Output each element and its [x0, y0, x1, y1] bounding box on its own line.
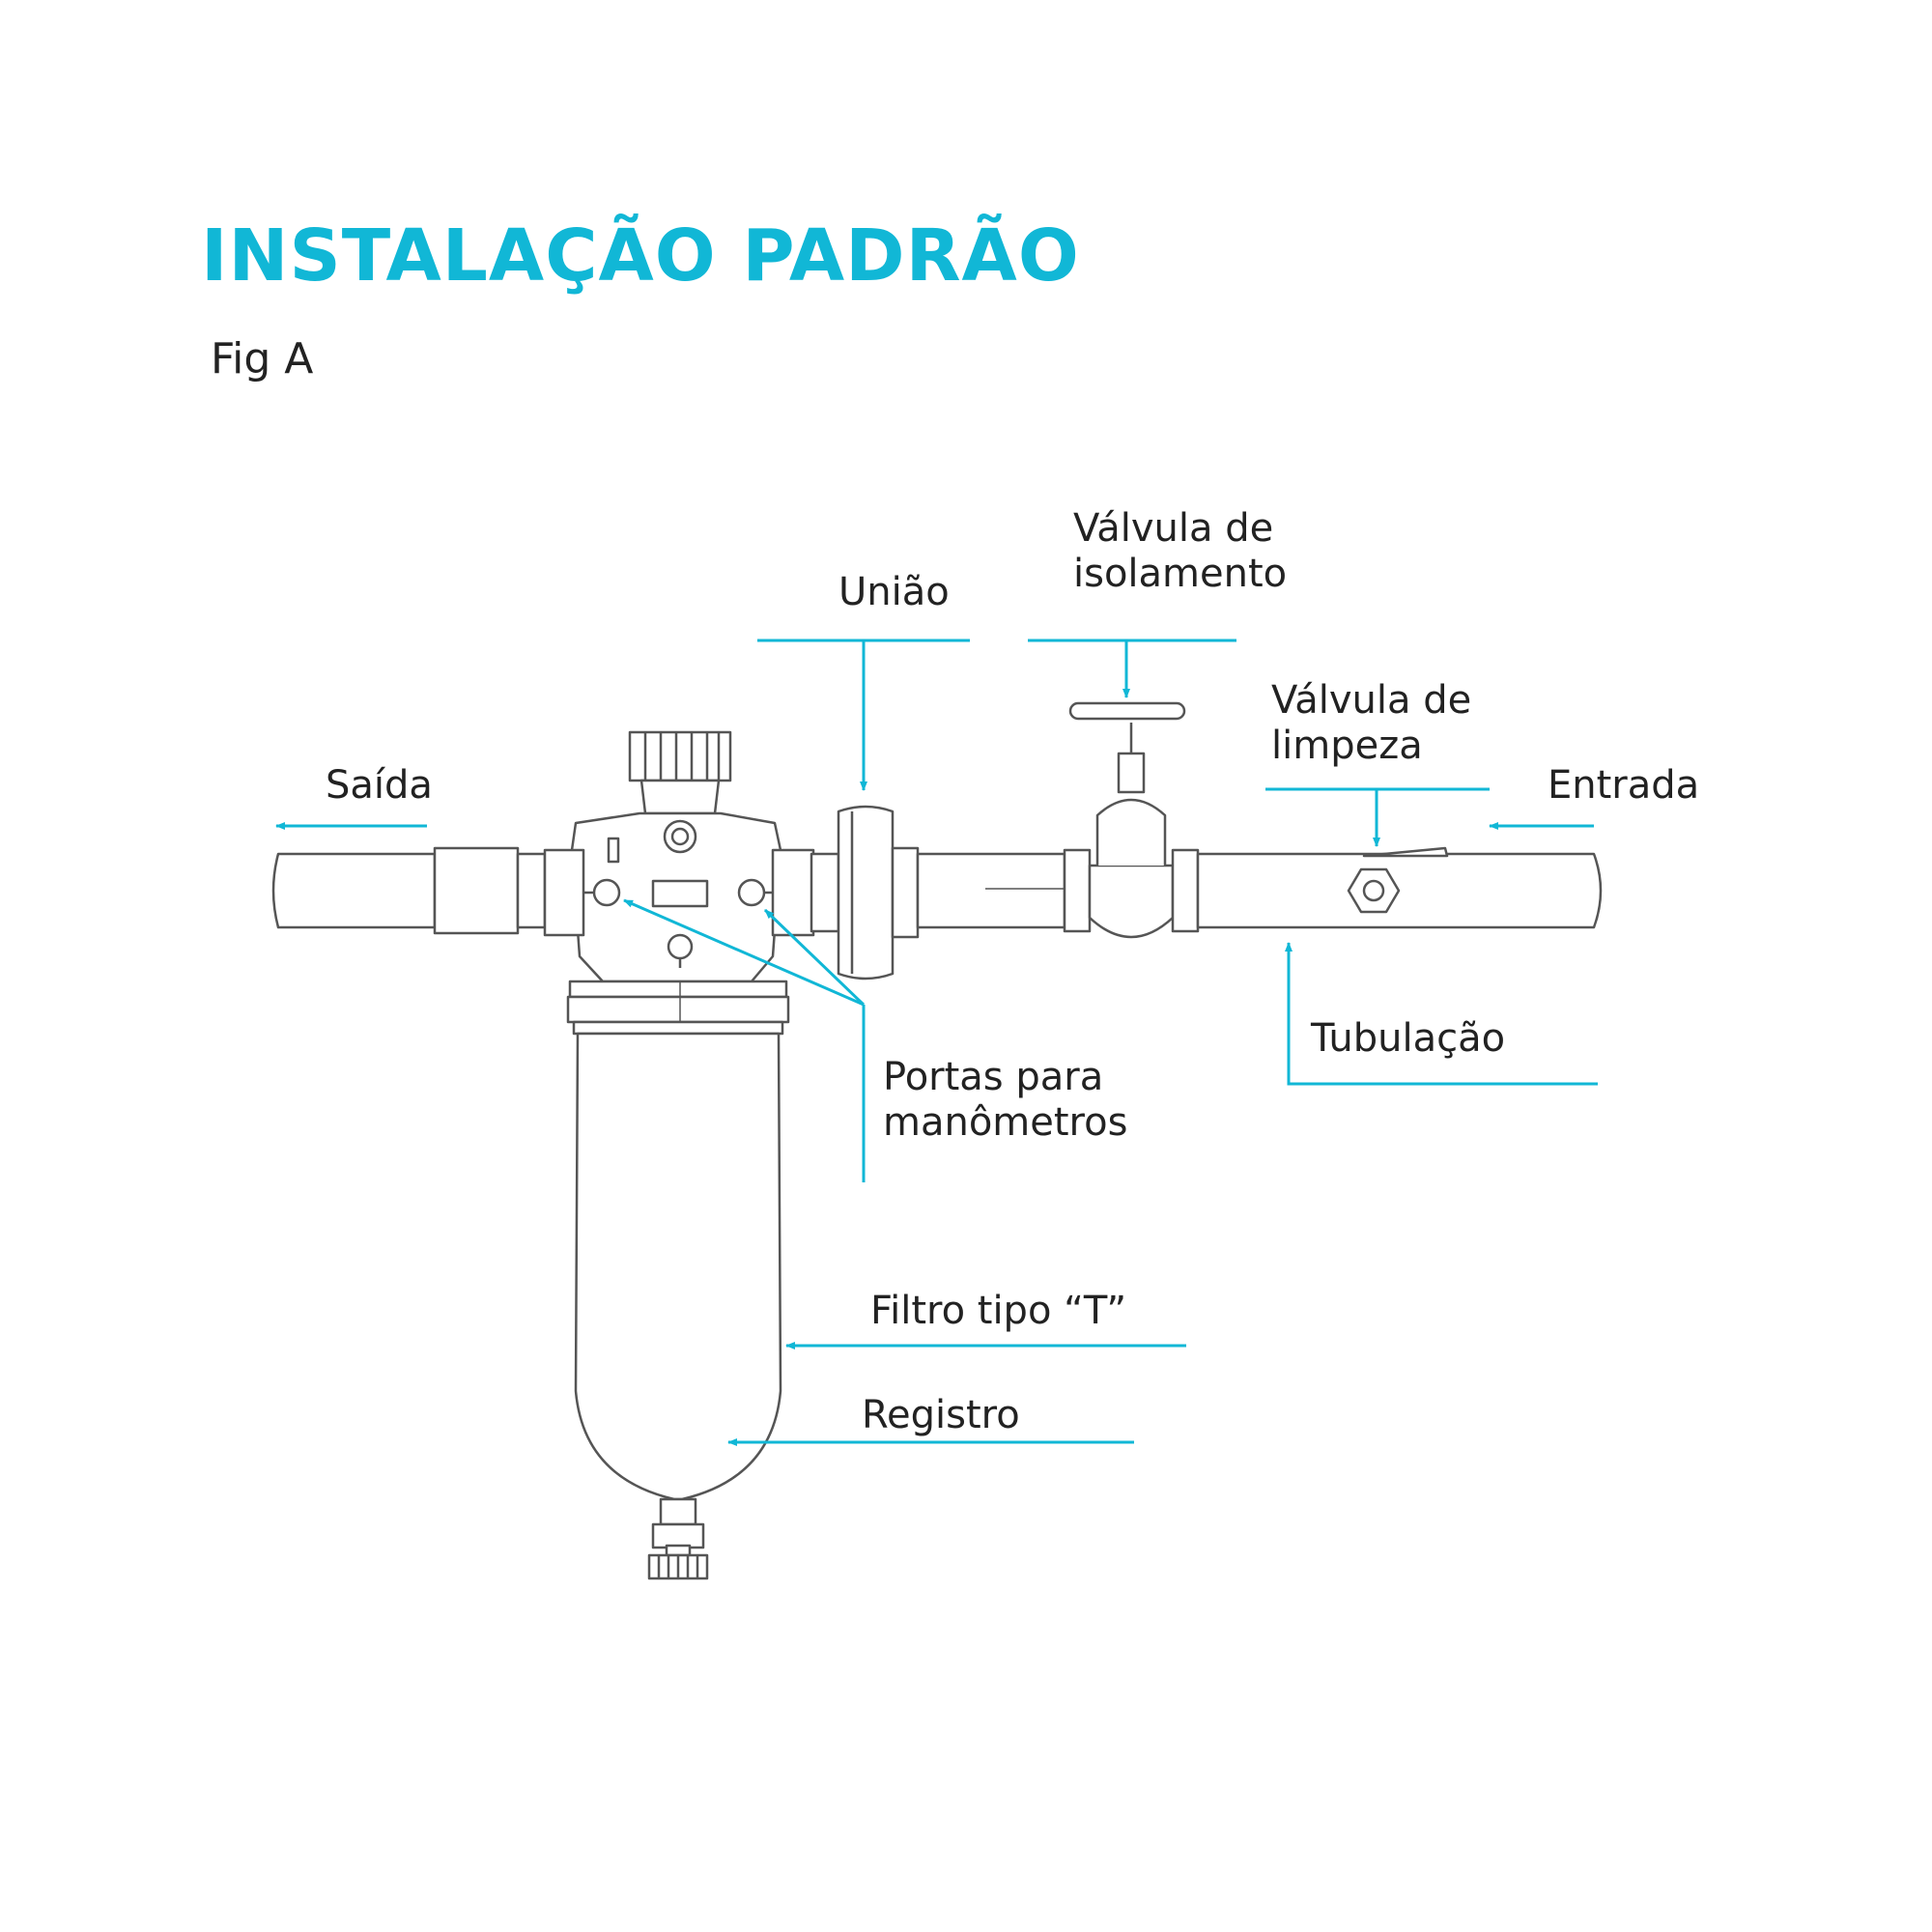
callout-lines	[275, 639, 1598, 1446]
label-portas-2: manômetros	[883, 1100, 1128, 1145]
equipment-drawing	[271, 701, 1603, 1580]
middle-pipe	[916, 852, 1066, 929]
label-valvula-isolamento-1: Válvula de	[1073, 506, 1274, 551]
label-registro: Registro	[862, 1393, 1020, 1437]
label-valvula-limpeza-1: Válvula de	[1271, 678, 1472, 723]
tubulacao-leader	[1287, 966, 1598, 1086]
inlet-pipe	[1196, 846, 1603, 929]
label-valvula-limpeza-2: limpeza	[1271, 724, 1423, 768]
page-title: INSTALAÇÃO PADRÃO	[201, 214, 1080, 298]
portas-arrow-1	[623, 898, 865, 1007]
label-tubulacao: Tubulação	[1311, 1016, 1506, 1061]
label-filtro-tipo-t: Filtro tipo “T”	[870, 1289, 1127, 1333]
union-fitting	[837, 805, 920, 980]
label-uniao: União	[838, 570, 950, 614]
label-portas-1: Portas para	[883, 1055, 1104, 1099]
isolation-valve-drawing	[1063, 701, 1200, 939]
outlet-pipe	[271, 846, 547, 935]
filter-head	[543, 730, 840, 983]
portas-arrow-2	[763, 908, 866, 1007]
label-entrada: Entrada	[1548, 763, 1700, 808]
figure-caption: Fig A	[211, 334, 314, 384]
label-saida: Saída	[326, 763, 433, 808]
label-valvula-isolamento-2: isolamento	[1073, 552, 1288, 596]
filter-bowl	[566, 980, 790, 1501]
drain-valve	[647, 1497, 709, 1580]
